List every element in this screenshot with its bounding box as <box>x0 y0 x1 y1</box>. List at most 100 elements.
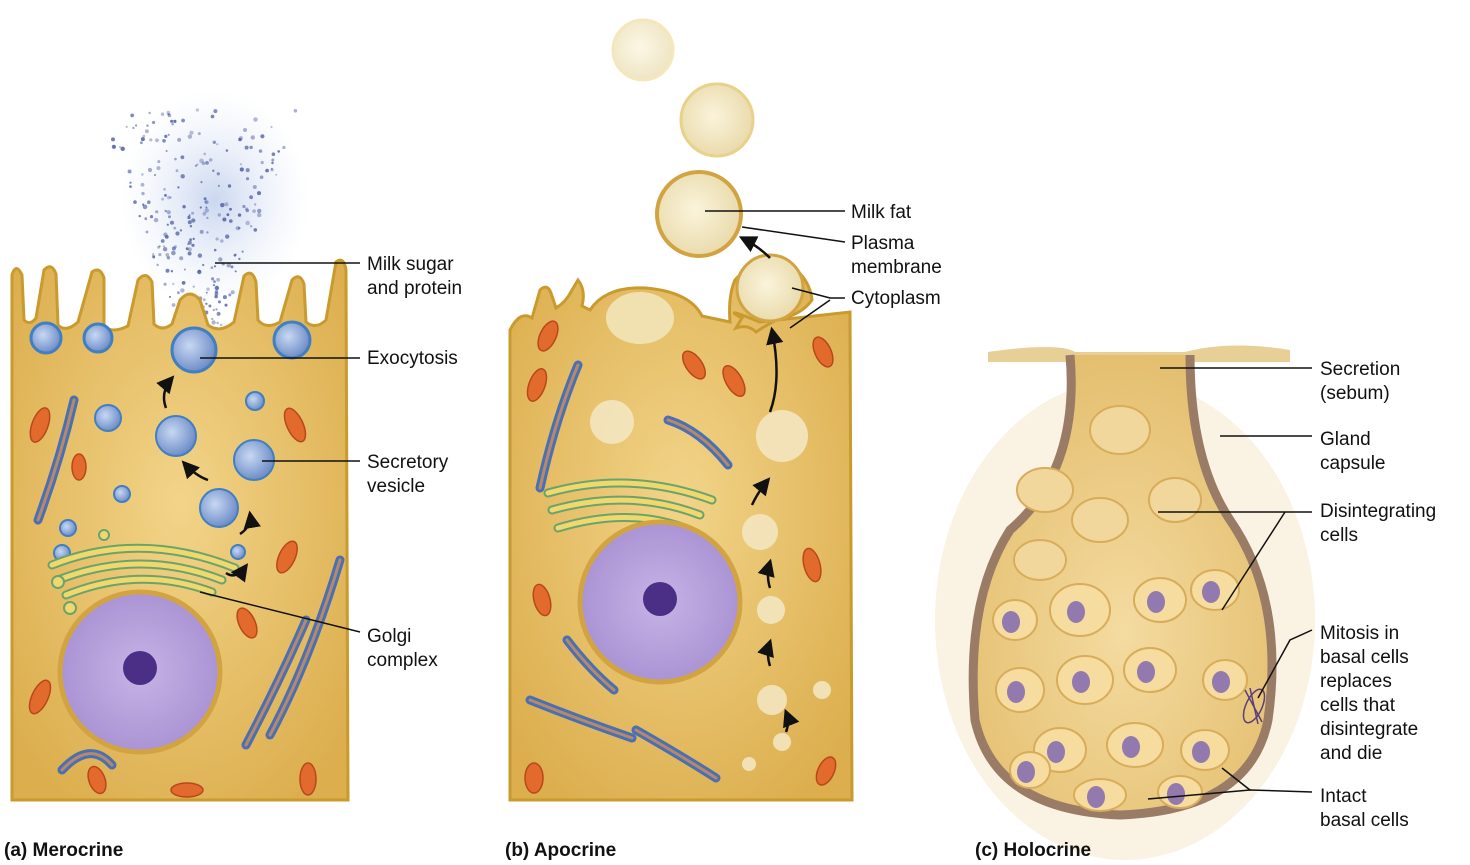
secretion-particle <box>203 298 206 301</box>
secretion-particle <box>214 265 216 267</box>
secretion-particle <box>166 150 168 152</box>
secretion-particle <box>245 207 248 210</box>
secretion-particle <box>265 169 269 173</box>
secretion-particle <box>238 227 241 230</box>
secretion-particle <box>249 146 252 149</box>
secretion-particle <box>129 182 131 184</box>
secretion-particle <box>162 139 166 143</box>
secretion-particle <box>215 308 217 310</box>
secretion-particle <box>180 229 182 231</box>
secretion-particle <box>147 200 151 204</box>
secretion-particle <box>216 143 218 145</box>
secretion-particle <box>193 238 195 240</box>
secretion-particle <box>163 245 165 247</box>
secretion-particle <box>171 123 174 126</box>
secretion-particle <box>223 295 227 299</box>
secretion-particle <box>215 286 219 290</box>
secretion-particle <box>206 217 208 219</box>
secretion-particle <box>143 135 146 138</box>
secretion-particle <box>189 238 192 241</box>
sebocyte-nucleus <box>1167 783 1185 805</box>
secretion-particle <box>177 138 181 142</box>
secretion-particle <box>155 210 158 213</box>
secretion-particle <box>181 174 185 178</box>
secretion-particle <box>111 137 115 141</box>
secretion-particle <box>206 288 209 291</box>
secretion-particle <box>253 117 258 122</box>
secretion-particle <box>240 163 242 165</box>
secretion-particle <box>211 318 213 320</box>
secretion-particle <box>152 121 155 124</box>
secretion-particle <box>167 113 169 115</box>
sebocyte-nucleus <box>1192 741 1210 763</box>
secretion-particle <box>164 135 167 138</box>
secretion-particle <box>245 146 249 150</box>
label-secretory-vesicle: Secretory vesicle <box>367 451 448 499</box>
secretion-particle <box>165 235 169 239</box>
secretion-particle <box>205 208 209 212</box>
secretion-particle <box>164 283 167 286</box>
secretion-particle <box>149 138 152 141</box>
secretion-particle <box>204 200 207 203</box>
label-milk-sugar: Milk sugar and protein <box>367 253 462 301</box>
secretion-particle <box>254 203 256 205</box>
secretion-particle <box>171 270 173 272</box>
secretion-particle <box>121 147 125 151</box>
sebocyte-nucleus <box>1137 661 1155 683</box>
secretion-particle <box>198 132 201 135</box>
nucleolus <box>643 582 677 616</box>
sebocyte-cell <box>1014 540 1066 580</box>
sebocyte-nucleus <box>1002 611 1020 633</box>
secretion-particle <box>218 300 221 303</box>
secretion-particle <box>205 161 209 165</box>
secretion-particle <box>168 215 171 218</box>
secretion-particle <box>161 239 165 243</box>
nucleolus <box>123 651 157 685</box>
secretion-particle <box>191 212 194 215</box>
caption-holocrine: (c) Holocrine <box>975 840 1091 862</box>
secretion-particle <box>176 169 179 172</box>
sebocyte-nucleus <box>1007 681 1025 703</box>
secretion-particle <box>142 204 144 206</box>
secretion-particle <box>220 203 224 207</box>
secretion-particle <box>164 194 167 197</box>
secretion-particle <box>214 249 217 252</box>
secretion-particle <box>112 145 116 149</box>
secretion-particle <box>227 213 230 216</box>
secretion-particle <box>191 218 195 222</box>
secretion-particle <box>196 164 198 166</box>
secretion-particle <box>119 146 121 148</box>
secretion-particle <box>257 213 261 217</box>
secretion-particle <box>202 264 204 266</box>
secretion-particle <box>133 200 137 204</box>
secretion-particle <box>228 184 231 187</box>
secretion-particle <box>148 112 150 114</box>
secretion-particle <box>203 212 207 216</box>
secretion-particle <box>198 253 202 257</box>
secretion-particle <box>213 109 217 113</box>
secretion-particle <box>218 185 220 187</box>
secretion-particle <box>205 207 207 209</box>
secretion-particle <box>294 109 298 113</box>
label-disintegrating-cells: Disintegrating cells <box>1320 500 1436 548</box>
caption-merocrine: (a) Merocrine <box>4 840 123 862</box>
secretion-particle <box>229 219 233 223</box>
secretion-particle <box>225 304 228 307</box>
secretion-particle <box>156 264 158 266</box>
secretion-particle <box>213 141 216 144</box>
secretion-particle <box>188 134 192 138</box>
secretion-particle <box>146 231 149 234</box>
secretion-particle <box>170 221 174 225</box>
secretion-particle <box>154 174 156 176</box>
fat-droplet <box>606 292 674 344</box>
secretion-particle <box>200 181 202 183</box>
secretion-particle <box>129 185 132 188</box>
secretion-particle <box>208 305 211 308</box>
secretion-particle <box>211 115 215 119</box>
secretion-particle <box>159 245 161 247</box>
sebocyte-cell <box>1149 478 1201 522</box>
secretion-particle <box>206 231 208 233</box>
sebocyte-nucleus <box>1087 786 1105 808</box>
secretion-particle <box>216 237 219 240</box>
secretion-particle <box>212 170 214 172</box>
